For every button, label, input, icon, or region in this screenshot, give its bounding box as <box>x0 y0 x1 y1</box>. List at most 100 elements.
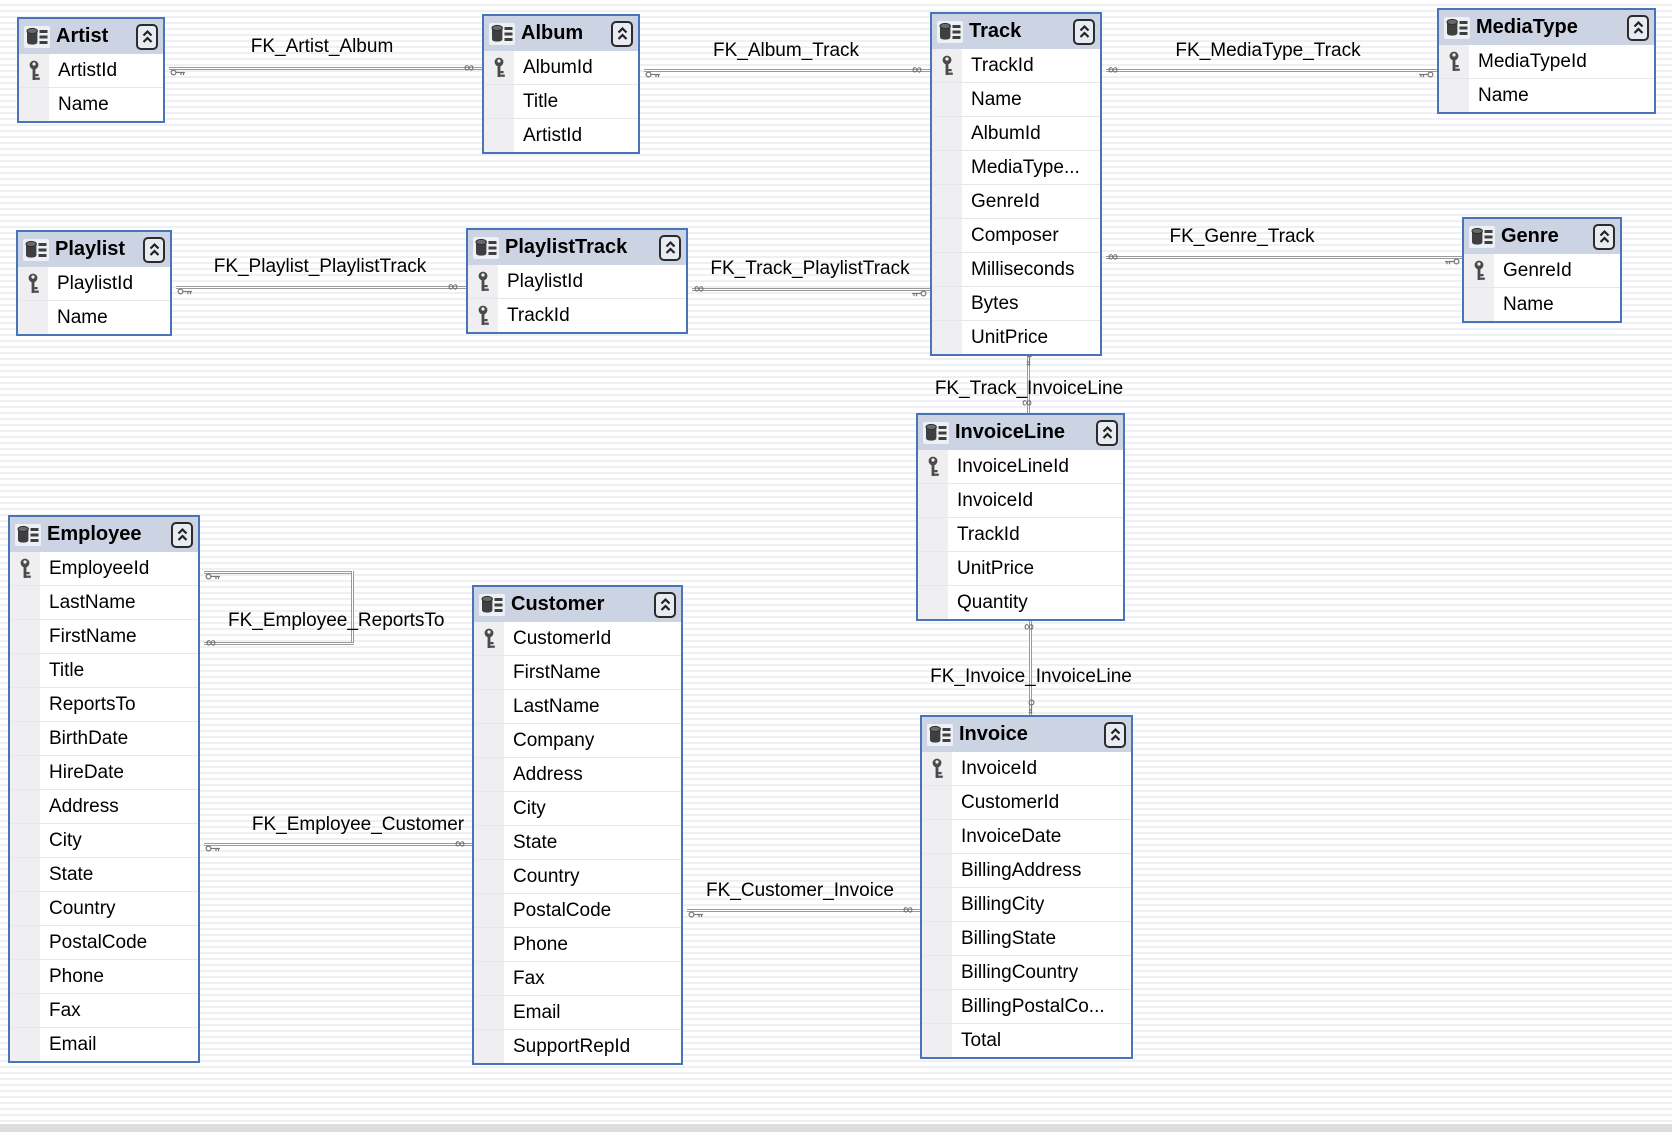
table-row[interactable]: LastName <box>10 585 198 619</box>
relationship-line[interactable] <box>1106 69 1437 72</box>
table-header[interactable]: MediaType <box>1439 10 1654 45</box>
collapse-button[interactable] <box>136 23 158 50</box>
table-row[interactable]: HireDate <box>10 755 198 789</box>
relationship-line[interactable] <box>692 288 930 291</box>
table-row[interactable]: TrackId <box>918 517 1123 551</box>
collapse-button[interactable] <box>659 234 681 261</box>
table-row[interactable]: GenreId <box>1464 254 1620 287</box>
table-row[interactable]: City <box>474 791 681 825</box>
table-row[interactable]: ArtistId <box>19 54 163 87</box>
relationship-line[interactable] <box>687 909 920 912</box>
table-header[interactable]: Playlist <box>18 232 170 267</box>
table-row[interactable]: State <box>474 825 681 859</box>
table-header[interactable]: Genre <box>1464 219 1620 254</box>
table-row[interactable]: Total <box>922 1023 1131 1057</box>
table-row[interactable]: UnitPrice <box>918 551 1123 585</box>
table-row[interactable]: Country <box>474 859 681 893</box>
table-row[interactable]: Address <box>10 789 198 823</box>
collapse-button[interactable] <box>1073 18 1095 45</box>
table-row[interactable]: Name <box>932 82 1100 116</box>
table-row[interactable]: ReportsTo <box>10 687 198 721</box>
table-row[interactable]: MediaTypeId <box>1439 45 1654 78</box>
table-row[interactable]: TrackId <box>932 49 1100 82</box>
table-row[interactable]: FirstName <box>10 619 198 653</box>
table-row[interactable]: Fax <box>474 961 681 995</box>
table-row[interactable]: Bytes <box>932 286 1100 320</box>
relationship-line[interactable] <box>1106 256 1462 259</box>
table-row[interactable]: State <box>10 857 198 891</box>
collapse-button[interactable] <box>1593 223 1615 250</box>
table-row[interactable]: Name <box>19 87 163 121</box>
table-row[interactable]: EmployeeId <box>10 552 198 585</box>
relationship-line[interactable] <box>1027 348 1030 413</box>
table-row[interactable]: BillingState <box>922 921 1131 955</box>
table-row[interactable]: Email <box>474 995 681 1029</box>
table-row[interactable]: BirthDate <box>10 721 198 755</box>
table-row[interactable]: AlbumId <box>484 51 638 84</box>
table-row[interactable]: FirstName <box>474 655 681 689</box>
table-row[interactable]: Composer <box>932 218 1100 252</box>
table-row[interactable]: Milliseconds <box>932 252 1100 286</box>
table-header[interactable]: Customer <box>474 587 681 622</box>
table-header[interactable]: InvoiceLine <box>918 415 1123 450</box>
table-row[interactable]: Quantity <box>918 585 1123 619</box>
table-header[interactable]: PlaylistTrack <box>468 230 686 265</box>
table-row[interactable]: Phone <box>10 959 198 993</box>
collapse-button[interactable] <box>1627 14 1649 41</box>
collapse-button[interactable] <box>143 236 165 263</box>
table-row[interactable]: ArtistId <box>484 118 638 152</box>
collapse-button[interactable] <box>1096 419 1118 446</box>
table-row[interactable]: Company <box>474 723 681 757</box>
relationship-line[interactable] <box>351 571 354 645</box>
collapse-button[interactable] <box>171 521 193 548</box>
table-row[interactable]: BillingPostalCo... <box>922 989 1131 1023</box>
relationship-line[interactable] <box>204 642 354 645</box>
table-header[interactable]: Invoice <box>922 717 1131 752</box>
table-row[interactable]: InvoiceId <box>922 752 1131 785</box>
collapse-button[interactable] <box>654 591 676 618</box>
table-row[interactable]: Country <box>10 891 198 925</box>
relationship-line[interactable] <box>204 843 472 846</box>
table-row[interactable]: InvoiceDate <box>922 819 1131 853</box>
table-row[interactable]: Name <box>1439 78 1654 112</box>
table-row[interactable]: CustomerId <box>922 785 1131 819</box>
table-row[interactable]: UnitPrice <box>932 320 1100 354</box>
table-row[interactable]: Name <box>18 300 170 334</box>
table-row[interactable]: City <box>10 823 198 857</box>
table-row[interactable]: PlaylistId <box>468 265 686 298</box>
table-row[interactable]: Fax <box>10 993 198 1027</box>
relationship-line[interactable] <box>1029 617 1032 715</box>
table-row[interactable]: Address <box>474 757 681 791</box>
table-header[interactable]: Album <box>484 16 638 51</box>
table-row[interactable]: Email <box>10 1027 198 1061</box>
table-row[interactable]: InvoiceId <box>918 483 1123 517</box>
table-row[interactable]: AlbumId <box>932 116 1100 150</box>
table-row[interactable]: Name <box>1464 287 1620 321</box>
table-row[interactable]: Phone <box>474 927 681 961</box>
table-row[interactable]: MediaType... <box>932 150 1100 184</box>
table-row[interactable]: Title <box>10 653 198 687</box>
table-header[interactable]: Artist <box>19 19 163 54</box>
table-row[interactable]: LastName <box>474 689 681 723</box>
relationship-line[interactable] <box>169 67 482 70</box>
table-row[interactable]: BillingAddress <box>922 853 1131 887</box>
table-row[interactable]: BillingCountry <box>922 955 1131 989</box>
table-row[interactable]: BillingCity <box>922 887 1131 921</box>
table-row[interactable]: PostalCode <box>10 925 198 959</box>
relationship-line[interactable] <box>644 69 930 72</box>
table-row[interactable]: Title <box>484 84 638 118</box>
collapse-button[interactable] <box>611 20 633 47</box>
table-row[interactable]: PlaylistId <box>18 267 170 300</box>
table-row[interactable]: GenreId <box>932 184 1100 218</box>
table-row[interactable]: TrackId <box>468 298 686 332</box>
table-row[interactable]: PostalCode <box>474 893 681 927</box>
table-row[interactable]: CustomerId <box>474 622 681 655</box>
